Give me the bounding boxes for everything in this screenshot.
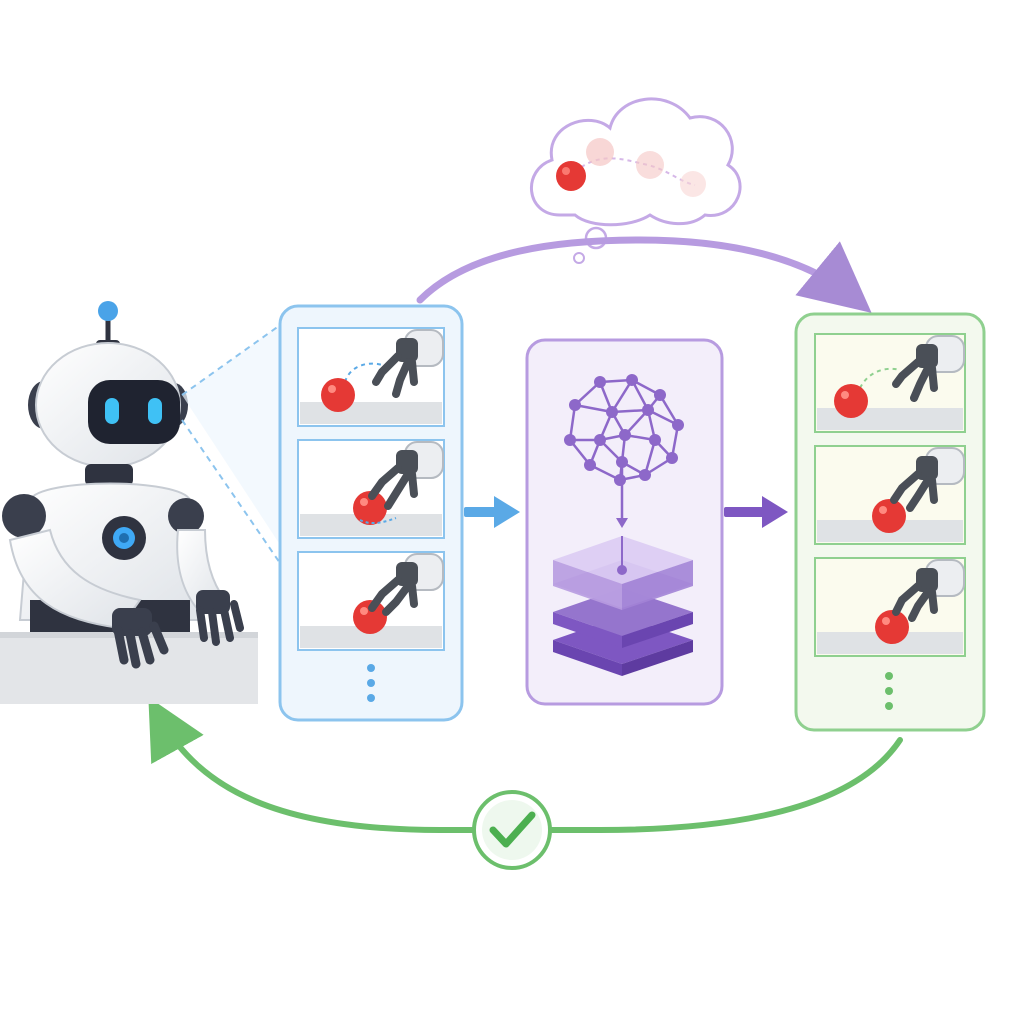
robot-icon [0, 301, 258, 704]
robot-gripper-icon [892, 335, 965, 402]
imagination-arrow [416, 236, 872, 313]
red-ball-icon [875, 610, 909, 644]
output-arrow [724, 496, 788, 528]
thought-cloud-icon [529, 97, 742, 264]
predicted-frame-1 [814, 333, 966, 433]
vertical-ellipsis-icon [885, 672, 893, 710]
predicted-frame-2 [814, 445, 966, 545]
robot-gripper-icon [372, 329, 444, 398]
neural-network-brain-icon [564, 374, 684, 528]
observed-frame-1 [297, 327, 445, 427]
robot-gripper-icon [368, 441, 444, 510]
red-ball-icon [834, 384, 868, 418]
robot-gripper-icon [368, 553, 444, 616]
observed-frame-2 [297, 439, 445, 539]
observation-panel [278, 304, 464, 722]
vertical-ellipsis-icon [367, 664, 375, 702]
checkmark-circle-icon [472, 790, 552, 870]
red-ball-icon [321, 378, 355, 412]
robot-gripper-icon [890, 447, 965, 512]
red-ball-icon [872, 499, 906, 533]
robot-gripper-icon [892, 559, 965, 622]
predicted-frame-3 [814, 557, 966, 657]
view-cone [181, 317, 291, 567]
input-arrow [464, 496, 520, 528]
prediction-panel [794, 312, 986, 732]
layer-stack-icon [553, 536, 693, 676]
world-model-panel [525, 338, 724, 706]
observed-frame-3 [297, 551, 445, 651]
